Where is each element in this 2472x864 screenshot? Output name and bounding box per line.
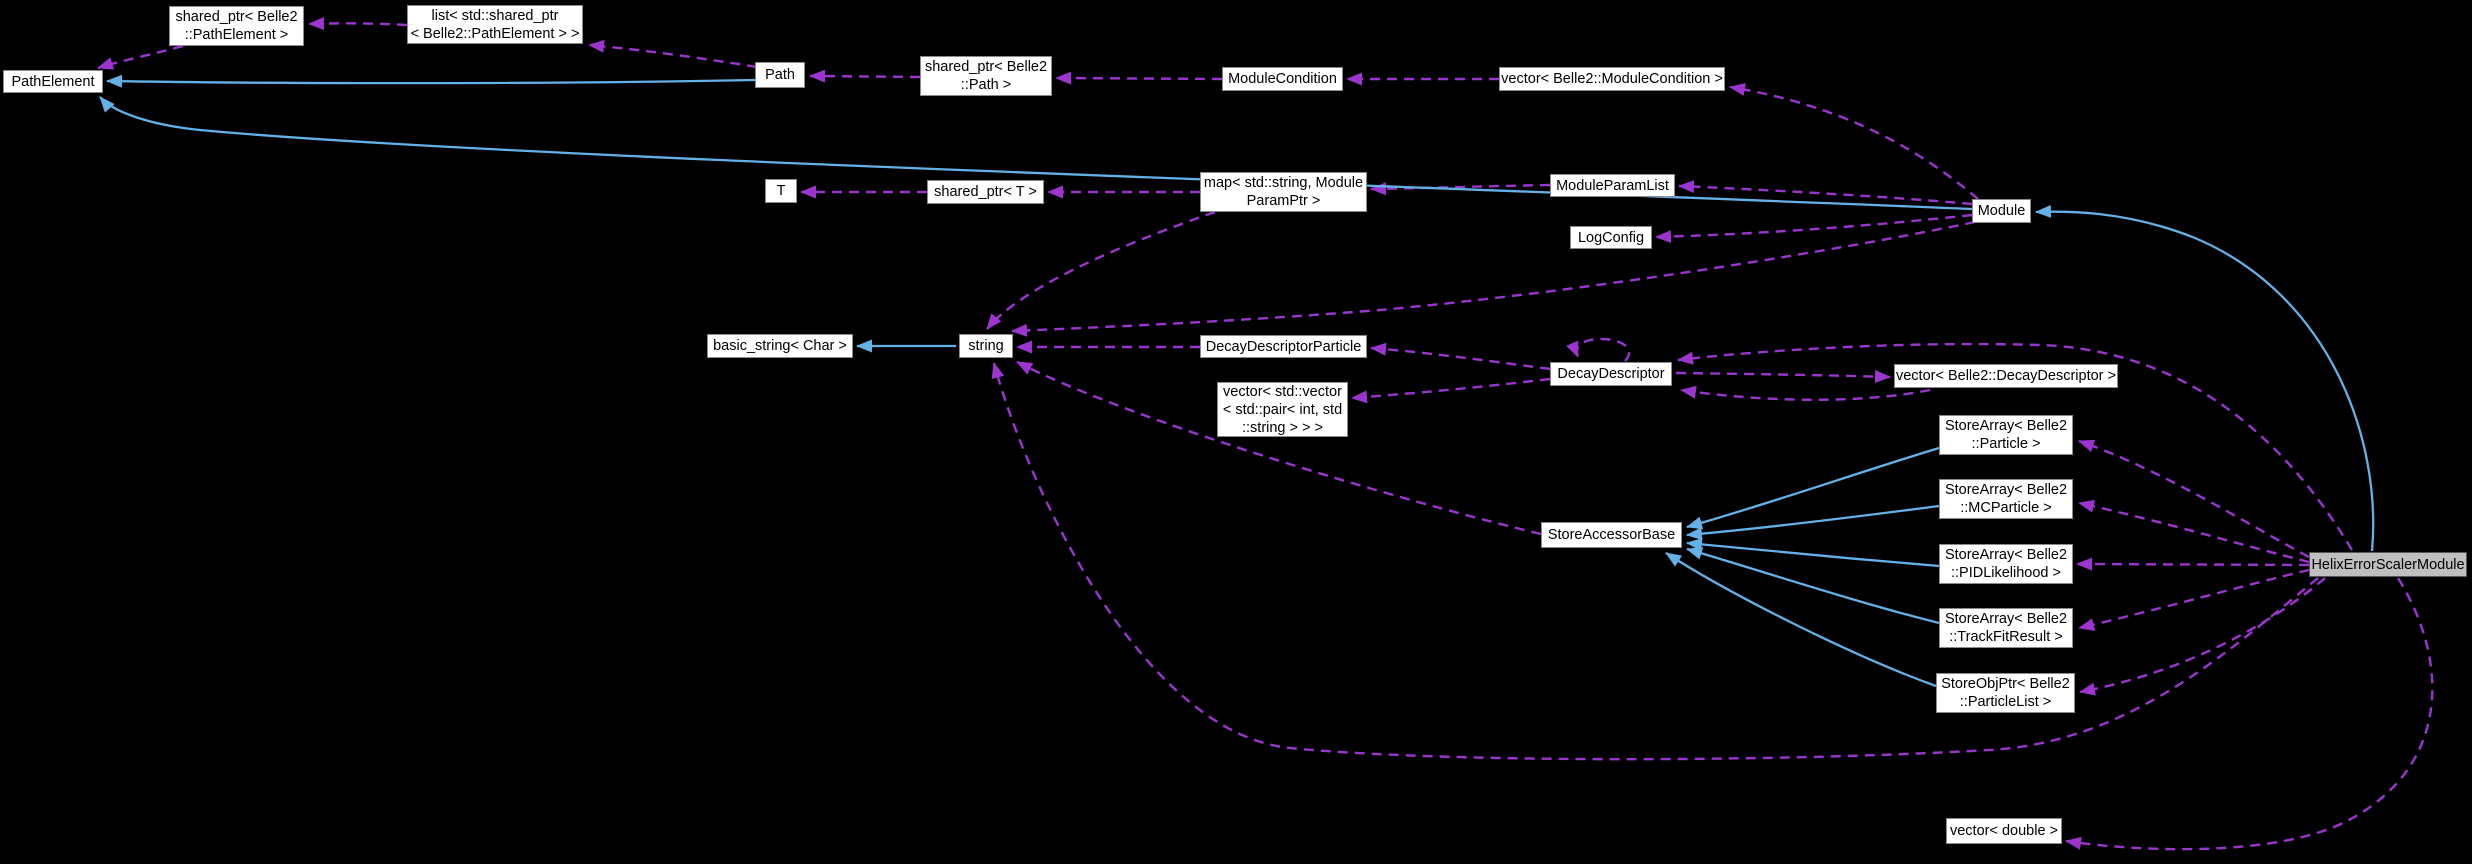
edge-module-to-string [1011, 220, 1976, 337]
edge-helix-to-decaydescriptor [1677, 342, 2354, 551]
node-pathelement[interactable]: PathElement [3, 70, 103, 93]
edge-sop-particlelist-to-storeaccessorbase [1665, 552, 1937, 688]
node-storeobjptr-particlelist[interactable]: StoreObjPtr< Belle2 ::ParticleList > [1936, 673, 2075, 713]
node-path[interactable]: Path [755, 62, 805, 88]
edge-sa-particle-to-storeaccessorbase [1686, 446, 1940, 530]
edge-decaydescriptor-to-vec-decaydescriptor [1675, 370, 1891, 384]
node-vector-double[interactable]: vector< double > [1946, 818, 2062, 844]
edge-helix-to-sa-trackfitresult [2078, 568, 2310, 631]
edge-helix-to-string [991, 362, 2319, 761]
edge-path-to-list [588, 39, 758, 69]
edge-helix-to-sa-mcparticle [2078, 499, 2310, 564]
edge-sptr-pathelement-to-pathelement [97, 44, 184, 70]
edge-decaydescriptor-to-vec-pair [1351, 377, 1551, 404]
node-moduleparamlist[interactable]: ModuleParamList [1550, 174, 1675, 197]
edge-sa-mcparticle-to-storeaccessorbase [1686, 504, 1940, 541]
edge-helix-to-sa-pidlikelihood [2076, 557, 2310, 571]
node-helixerrorscalermodule: HelixErrorScalerModule [2309, 552, 2467, 577]
node-map-moduleparamptr[interactable]: map< std::string, Module ParamPtr > [1200, 172, 1367, 212]
node-t[interactable]: T [765, 179, 797, 203]
node-logconfig[interactable]: LogConfig [1570, 226, 1652, 249]
node-shared-ptr-path[interactable]: shared_ptr< Belle2 ::Path > [920, 56, 1052, 96]
node-decaydescriptor[interactable]: DecayDescriptor [1550, 362, 1672, 386]
node-basic-string[interactable]: basic_string< Char > [707, 334, 853, 358]
edge-moduleparamlist-to-map [1370, 182, 1551, 196]
node-shared-ptr-pathelement[interactable]: shared_ptr< Belle2 ::PathElement > [169, 6, 304, 46]
node-modulecondition[interactable]: ModuleCondition [1222, 67, 1343, 91]
edge-sa-trackfitresult-to-storeaccessorbase [1686, 546, 1940, 625]
edge-helix-to-module [2035, 204, 2375, 552]
edge-module-to-logconfig [1655, 213, 1973, 244]
node-module[interactable]: Module [1972, 199, 2031, 223]
edge-module-to-vec-modulecondition [1729, 83, 1979, 200]
edge-decaydescriptor-self-loop [1566, 337, 1631, 362]
edge-module-to-moduleparamlist [1678, 180, 1973, 206]
edge-helix-to-vec-double [2065, 577, 2434, 851]
node-shared-ptr-t[interactable]: shared_ptr< T > [927, 180, 1044, 204]
edge-list-to-sptr-pathelement [308, 17, 408, 31]
edge-sptr-path-to-path [809, 69, 921, 83]
edge-decaydescriptor-to-decaydescriptorparticle [1370, 342, 1551, 371]
edge-vec-decaydescriptor-to-decaydescriptor [1680, 385, 1931, 401]
node-storeaccessorbase[interactable]: StoreAccessorBase [1541, 522, 1682, 548]
edge-map-to-string [986, 210, 1216, 330]
node-vector-pair-int-string[interactable]: vector< std::vector < std::pair< int, st… [1217, 382, 1348, 437]
node-storearray-trackfitresult[interactable]: StoreArray< Belle2 ::TrackFitResult > [1939, 608, 2073, 648]
node-list-shared-ptr-pathelement[interactable]: list< std::shared_ptr < Belle2::PathElem… [407, 5, 583, 44]
node-vector-modulecondition[interactable]: vector< Belle2::ModuleCondition > [1499, 67, 1725, 91]
edge-sa-pidlikelihood-to-storeaccessorbase [1686, 538, 1940, 568]
node-storearray-pidlikelihood[interactable]: StoreArray< Belle2 ::PIDLikelihood > [1939, 544, 2073, 584]
node-decaydescriptorparticle[interactable]: DecayDescriptorParticle [1200, 335, 1367, 358]
node-storearray-particle[interactable]: StoreArray< Belle2 ::Particle > [1939, 415, 2073, 455]
edge-path-to-pathelement [106, 74, 756, 88]
edge-storeaccessorbase-to-string [1016, 360, 1542, 536]
edge-helix-to-sop-particlelist [2079, 577, 2326, 696]
node-storearray-mcparticle[interactable]: StoreArray< Belle2 ::MCParticle > [1939, 479, 2073, 519]
node-vector-decaydescriptor[interactable]: vector< Belle2::DecayDescriptor > [1894, 364, 2118, 388]
edge-helix-to-sa-particle [2078, 439, 2310, 559]
edge-modulecondition-to-sptr-path [1055, 71, 1223, 85]
node-string[interactable]: string [959, 334, 1013, 358]
